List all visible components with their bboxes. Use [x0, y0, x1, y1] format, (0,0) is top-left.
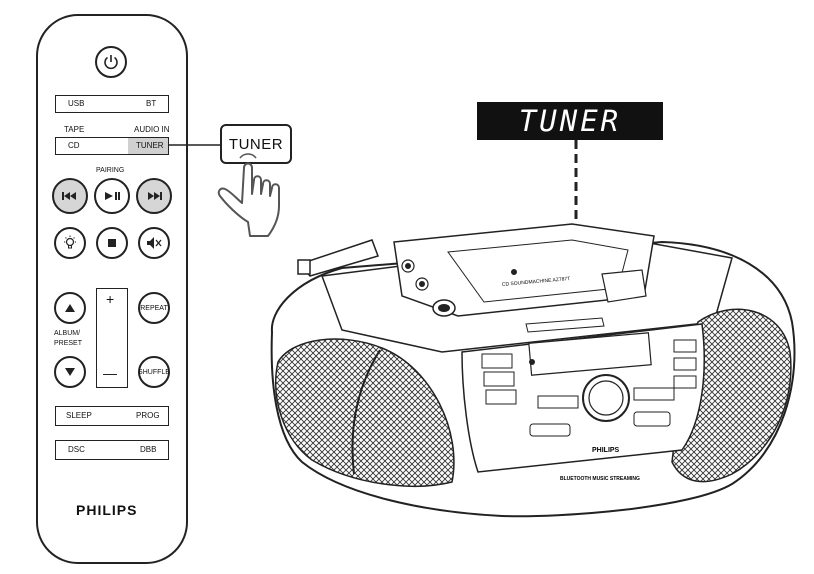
remote-control: USB BT TAPE AUDIO IN CD TUNER PAIRING	[36, 14, 188, 564]
sleep-label: SLEEP	[66, 411, 92, 420]
repeat-button[interactable]: REPEAT	[138, 292, 170, 324]
album-label: ALBUM/	[54, 330, 81, 337]
usb-label: USB	[68, 99, 85, 108]
dsc-label: DSC	[68, 445, 85, 454]
lightbulb-icon	[64, 235, 76, 249]
play-pause-button[interactable]	[94, 178, 130, 214]
prog-label: PROG	[136, 411, 160, 420]
bt-label: BT	[146, 99, 157, 108]
device-brand: PHILIPS	[592, 447, 620, 454]
tuner-display: TUNER	[477, 102, 663, 140]
preset-label: PRESET	[54, 340, 83, 347]
volume-down-label[interactable]: —	[103, 365, 117, 381]
shuffle-label: SHUFFLE	[138, 368, 170, 376]
volume-up-label[interactable]: +	[106, 291, 115, 307]
stop-button[interactable]	[96, 227, 128, 259]
previous-icon	[62, 192, 76, 200]
audio-in-label: AUDIO IN	[134, 125, 170, 134]
dsc-dbb-button[interactable]: DSC DBB	[55, 440, 169, 460]
volume-rocker[interactable]: + —	[96, 288, 128, 388]
callout-connector	[168, 144, 220, 146]
pointing-hand-icon	[217, 153, 280, 237]
display-text: TUNER	[518, 104, 622, 138]
sleep-prog-button[interactable]: SLEEP PROG	[55, 406, 169, 426]
device-tagline: BLUETOOTH MUSIC STREAMING	[560, 476, 640, 482]
power-button[interactable]	[95, 46, 127, 78]
power-icon	[104, 55, 118, 70]
boombox-device: CD SOUNDMACHINE AZ787T PHILIPS BLUETOOTH…	[270, 223, 796, 518]
tuner-callout-label: TUNER	[228, 135, 284, 153]
repeat-label: REPEAT	[140, 304, 168, 312]
cd-tuner-button[interactable]: CD TUNER	[55, 137, 169, 155]
stop-icon	[108, 239, 116, 247]
pairing-label: PAIRING	[96, 167, 125, 174]
triangle-down-icon	[65, 368, 75, 376]
usb-bt-button[interactable]: USB BT	[55, 95, 169, 113]
album-up-button[interactable]	[54, 292, 86, 324]
remote-brand-logo: PHILIPS	[76, 502, 138, 518]
model-text: CD SOUNDMACHINE AZ787T	[502, 276, 571, 288]
tape-label: TAPE	[64, 125, 85, 134]
previous-button[interactable]	[52, 178, 88, 214]
play-pause-icon	[105, 192, 120, 200]
tuner-callout-button: TUNER	[220, 124, 292, 164]
mute-icon	[147, 237, 162, 249]
tuner-key-highlight[interactable]	[128, 138, 168, 154]
mute-button[interactable]	[138, 227, 170, 259]
next-icon	[148, 192, 162, 200]
next-button[interactable]	[136, 178, 172, 214]
tuner-label: TUNER	[136, 141, 164, 150]
cd-label: CD	[68, 141, 80, 150]
light-button[interactable]	[54, 227, 86, 259]
triangle-up-icon	[65, 304, 75, 312]
album-down-button[interactable]	[54, 356, 86, 388]
shuffle-button[interactable]: SHUFFLE	[138, 356, 170, 388]
dbb-label: DBB	[140, 445, 157, 454]
